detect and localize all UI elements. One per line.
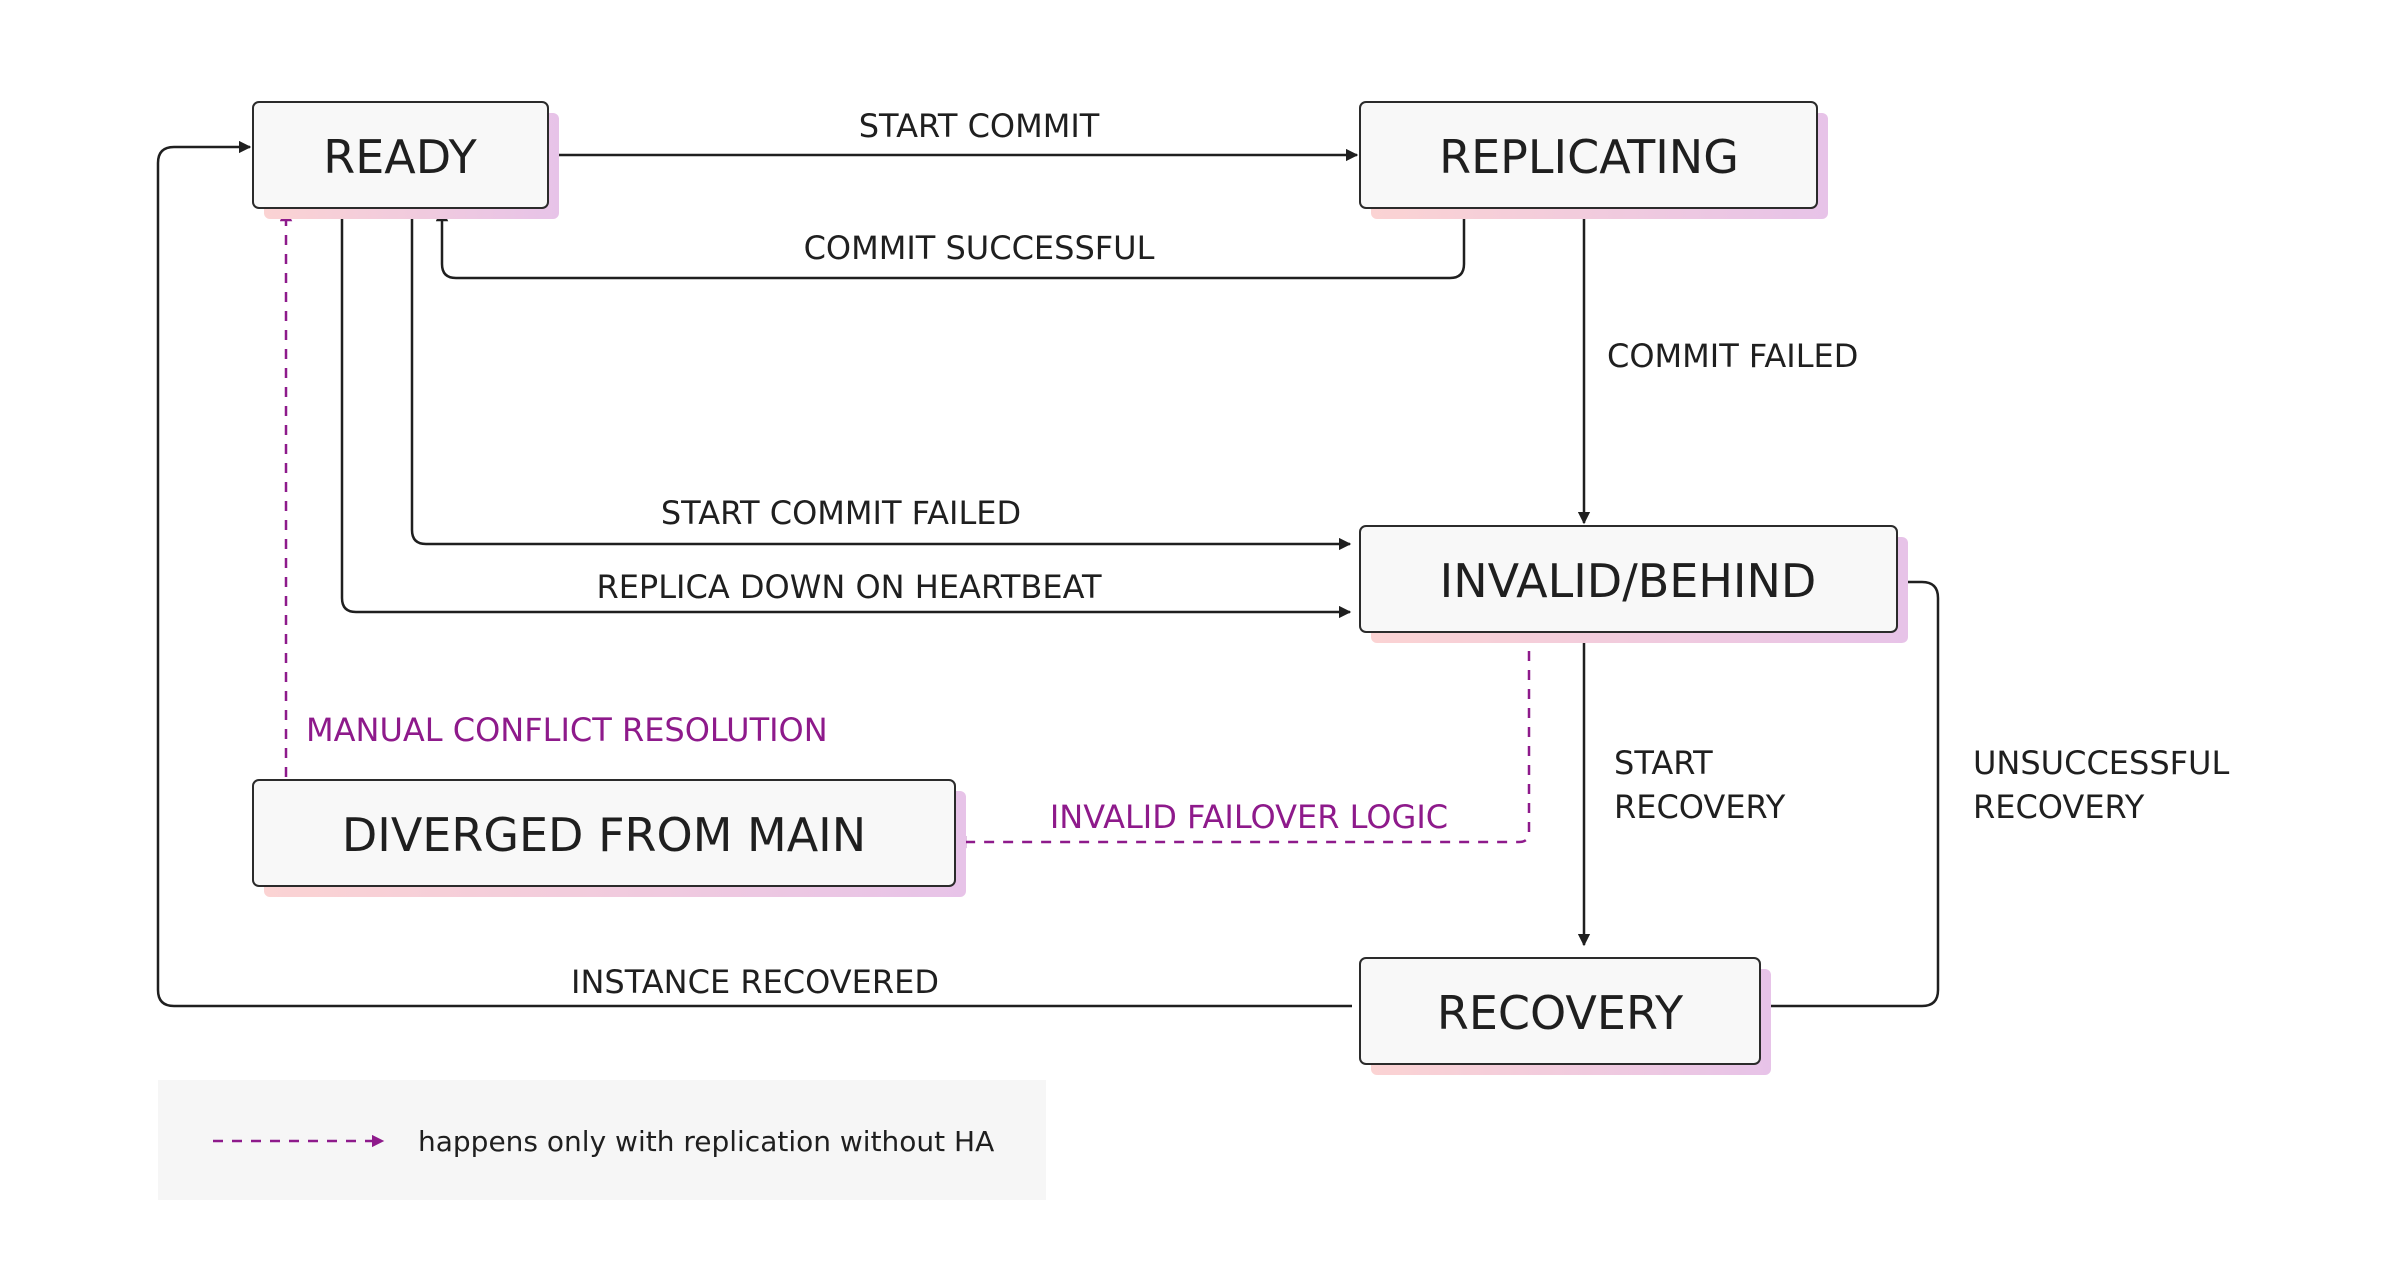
- box-replicating: [1359, 101, 1818, 209]
- label-start-recovery-line1: START: [1614, 744, 1713, 782]
- legend-label: happens only with replication without HA: [418, 1125, 994, 1158]
- legend-background: [158, 1080, 1046, 1200]
- box-diverged: [252, 779, 956, 887]
- edge-start-commit-failed: [410, 210, 1352, 551]
- state-ready: READY: [252, 101, 559, 219]
- label-unsuccessful-recovery-line1: UNSUCCESSFUL: [1973, 744, 2229, 782]
- box-invalid-behind: [1359, 525, 1898, 633]
- state-ready-label: READY: [323, 130, 477, 184]
- edge-replica-down: [340, 210, 1352, 619]
- label-invalid-failover: INVALID FAILOVER LOGIC: [1050, 798, 1448, 836]
- label-commit-failed: COMMIT FAILED: [1607, 337, 1858, 375]
- label-manual-conflict: MANUAL CONFLICT RESOLUTION: [306, 711, 828, 749]
- state-invalid-behind-label: INVALID/BEHIND: [1440, 554, 1817, 608]
- label-unsuccessful-recovery-line2: RECOVERY: [1973, 788, 2145, 826]
- label-start-recovery-line2: RECOVERY: [1614, 788, 1786, 826]
- legend: happens only with replication without HA: [158, 1080, 1046, 1200]
- state-recovery: RECOVERY: [1359, 957, 1771, 1075]
- edge-unsuccessful-recovery: [1750, 575, 1940, 1008]
- state-invalid-behind: INVALID/BEHIND: [1359, 525, 1908, 643]
- label-start-commit-failed: START COMMIT FAILED: [661, 494, 1021, 532]
- state-diverged: DIVERGED FROM MAIN: [252, 779, 966, 897]
- state-recovery-label: RECOVERY: [1437, 986, 1684, 1040]
- edges: [156, 140, 1940, 1008]
- label-replica-down: REPLICA DOWN ON HEARTBEAT: [596, 568, 1102, 606]
- box-ready: [252, 101, 549, 209]
- edge-instance-recovered: [156, 140, 1352, 1008]
- state-diverged-label: DIVERGED FROM MAIN: [342, 808, 866, 862]
- edge-invalid-failover: [953, 632, 1531, 849]
- label-commit-successful: COMMIT SUCCESSFUL: [804, 229, 1155, 267]
- state-replicating-label: REPLICATING: [1439, 130, 1739, 184]
- label-instance-recovered: INSTANCE RECOVERED: [571, 963, 939, 1001]
- edge-commit-successful: [435, 208, 1466, 280]
- label-start-commit: START COMMIT: [859, 107, 1100, 145]
- box-recovery: [1359, 957, 1761, 1065]
- state-replicating: REPLICATING: [1359, 101, 1828, 219]
- edge-labels: START COMMIT COMMIT SUCCESSFUL COMMIT FA…: [306, 107, 2229, 1001]
